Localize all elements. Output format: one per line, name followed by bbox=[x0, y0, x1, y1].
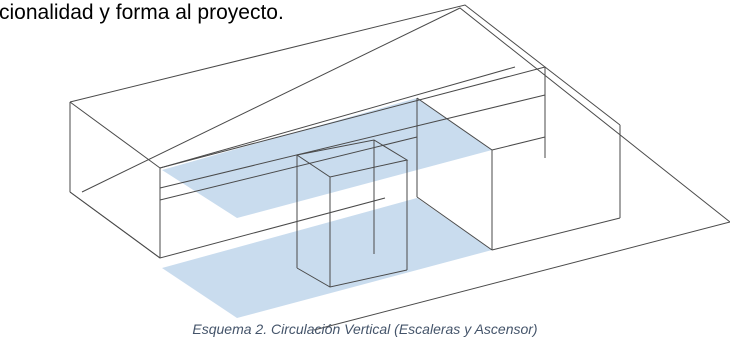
lower-floor-slab bbox=[162, 198, 492, 318]
right-wing-mid bbox=[416, 196, 493, 251]
body-text-fragment: cionalidad y forma al proyecto. bbox=[0, 1, 284, 24]
figure-caption: Esquema 2. Circulación Vertical (Escaler… bbox=[192, 321, 538, 337]
right-wing-base bbox=[491, 217, 621, 251]
upper-level-line bbox=[159, 94, 546, 189]
roof-inner-line bbox=[159, 66, 516, 169]
ground-plane bbox=[81, 7, 730, 331]
building-base-back bbox=[69, 191, 161, 259]
core-base-outline bbox=[296, 267, 408, 288]
right-wing-top bbox=[491, 136, 546, 151]
right-wing-roof bbox=[544, 66, 621, 126]
